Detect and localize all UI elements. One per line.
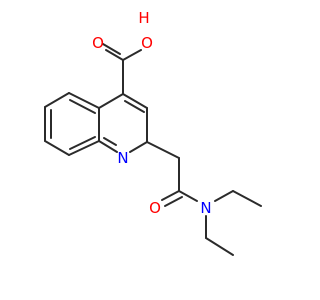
bond-c4a-c4	[98, 93, 124, 109]
atom-labels: H O O N O N	[92, 9, 212, 217]
bond-n-ethyl1-ch2	[214, 190, 234, 202]
carbonyl-o-acid-label: O	[92, 34, 104, 52]
bond-n1-c8a-inner	[103, 137, 117, 146]
bond-cooh-o-1	[105, 49, 124, 61]
bond-cooh-o-2	[102, 43, 121, 55]
bond-n1-c8a	[98, 140, 118, 153]
ring-n-label: N	[117, 149, 128, 167]
bond-ethyl2-ch3	[205, 237, 234, 256]
hydroxyl-h-label: H	[138, 9, 149, 27]
bond-c4-c3	[122, 93, 148, 109]
bond-c4-c3-inner	[124, 100, 145, 113]
bond-c5-c6	[44, 92, 70, 108]
molecule-structure: H O O N O N	[44, 9, 262, 256]
bond-camide-o-2	[164, 196, 183, 207]
amide-n-label: N	[200, 199, 211, 217]
bond-c4a-c5-inner	[69, 99, 96, 114]
bond-ethyl1-ch3	[232, 190, 262, 207]
bond-c7-c8	[44, 140, 70, 156]
bond-camide-n	[178, 190, 198, 202]
hydroxyl-o-label: O	[141, 34, 153, 52]
bond-camide-o-1	[161, 190, 180, 201]
bond-c2-ch2	[146, 141, 180, 159]
bond-c8-c8a-inner	[69, 136, 96, 150]
bond-c2-n1	[129, 141, 148, 153]
bond-cooh-oh	[122, 49, 142, 61]
bond-c8-c8a	[68, 140, 100, 156]
bond-c4a-c5	[68, 92, 100, 109]
carbonyl-o-amide-label: O	[149, 199, 161, 217]
bonds	[44, 43, 262, 256]
